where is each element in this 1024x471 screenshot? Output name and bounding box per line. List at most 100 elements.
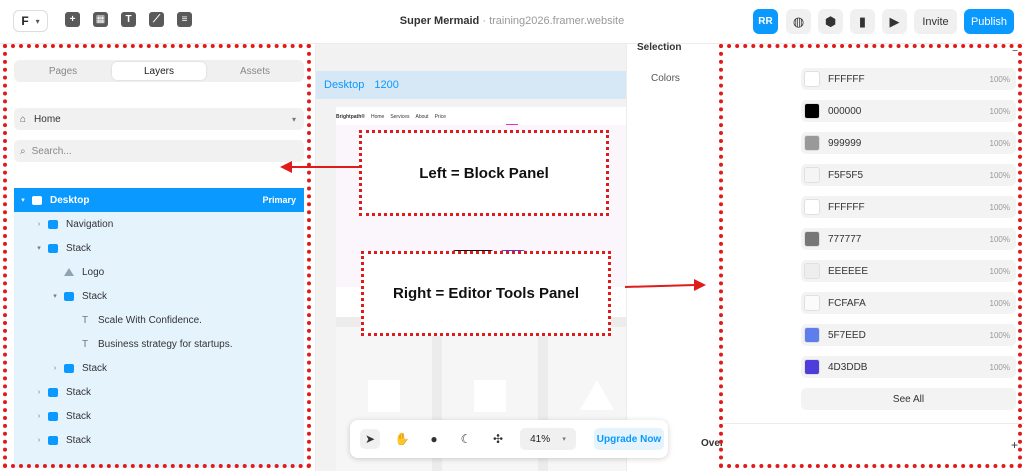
swatch-hex[interactable]: 777777 — [828, 233, 862, 245]
chevron-down-icon: ▾ — [562, 436, 566, 443]
cms-icon[interactable]: ≡ — [177, 12, 192, 27]
upgrade-button[interactable]: Upgrade Now — [594, 428, 664, 450]
swatch-opacity[interactable]: 100% — [989, 330, 1010, 340]
framer-menu-button[interactable]: F ▾ — [13, 10, 48, 32]
page-selector[interactable]: ⌂ Home ▾ — [14, 108, 304, 130]
color-swatch-row[interactable]: 4D3DDB 100% — [801, 356, 1016, 378]
layer-row[interactable]: T Business strategy for startups. — [14, 332, 304, 356]
see-all-button[interactable]: See All — [801, 388, 1016, 410]
site-url[interactable]: training2026.framer.website — [489, 15, 625, 27]
select-tool-icon[interactable]: ➤ — [360, 429, 380, 449]
layer-row-desktop[interactable]: ▾ Desktop Primary — [14, 188, 304, 212]
layer-row[interactable]: T Scale With Confidence. — [14, 308, 304, 332]
color-swatch-row[interactable]: 5F7EED 100% — [801, 324, 1016, 346]
text-icon[interactable]: T — [121, 12, 136, 27]
chevron-down-icon[interactable]: ▾ — [21, 197, 25, 204]
color-swatch-row[interactable]: F5F5F5 100% — [801, 164, 1016, 186]
swatch-opacity[interactable]: 100% — [989, 202, 1010, 212]
layer-row[interactable]: Logo — [14, 260, 304, 284]
swatch-hex[interactable]: 999999 — [828, 137, 862, 149]
swatch-opacity[interactable]: 100% — [989, 234, 1010, 244]
analytics-icon[interactable]: ▮ — [850, 9, 875, 34]
components-icon[interactable]: ✣ — [492, 432, 504, 446]
color-swatch-row[interactable]: FCFAFA 100% — [801, 292, 1016, 314]
swatch-opacity[interactable]: 100% — [989, 298, 1010, 308]
search-input[interactable] — [31, 145, 272, 157]
tab-layers[interactable]: Layers — [112, 62, 206, 80]
insert-icon[interactable]: + — [65, 12, 80, 27]
layer-row[interactable]: › Stack — [14, 380, 304, 404]
color-swatch[interactable] — [804, 71, 820, 87]
home-icon: ⌂ — [20, 113, 27, 125]
chevron-right-icon[interactable]: › — [37, 388, 41, 396]
stack-icon — [48, 219, 58, 229]
color-swatch[interactable] — [804, 295, 820, 311]
tab-assets[interactable]: Assets — [239, 65, 270, 77]
swatch-hex[interactable]: FFFFFF — [828, 73, 865, 85]
publish-button[interactable]: Publish — [964, 9, 1014, 34]
hand-tool-icon[interactable]: ✋ — [394, 432, 410, 446]
comment-icon[interactable]: ● — [430, 432, 438, 446]
swatch-opacity[interactable]: 100% — [989, 106, 1010, 116]
color-swatch[interactable] — [804, 263, 820, 279]
layer-row[interactable]: › Stack — [14, 356, 304, 380]
chevron-right-icon[interactable]: › — [53, 364, 57, 372]
color-swatch[interactable] — [804, 231, 820, 247]
swatch-hex[interactable]: F5F5F5 — [828, 169, 864, 181]
tab-pages[interactable]: Pages — [48, 65, 78, 77]
layer-row[interactable]: › Navigation — [14, 212, 304, 236]
layout-icon[interactable]: ▦ — [93, 12, 108, 27]
color-swatch-row[interactable]: EEEEEE 100% — [801, 260, 1016, 282]
color-swatch[interactable] — [804, 167, 820, 183]
layer-row[interactable]: › Stack — [14, 404, 304, 428]
chevron-down-icon[interactable]: ▾ — [53, 293, 57, 300]
swatch-hex[interactable]: EEEEEE — [828, 265, 869, 277]
color-swatch[interactable] — [804, 327, 820, 343]
zoom-control[interactable]: 41% ▾ — [520, 428, 576, 450]
color-swatch[interactable] — [804, 359, 820, 375]
avatar[interactable]: RR — [753, 9, 778, 34]
plus-icon[interactable]: + — [1010, 438, 1018, 452]
layer-row[interactable]: ▾ Stack — [14, 284, 304, 308]
vector-icon[interactable]: ⟋ — [149, 12, 164, 27]
play-icon[interactable]: ▶ — [882, 9, 907, 34]
chevron-down-icon[interactable]: ▾ — [37, 245, 41, 252]
chevron-right-icon[interactable]: › — [37, 412, 41, 420]
chevron-right-icon[interactable]: › — [37, 220, 41, 228]
swatch-hex[interactable]: 000000 — [828, 105, 862, 117]
swatch-hex[interactable]: FCFAFA — [828, 297, 866, 309]
color-swatch-row[interactable]: FFFFFF 100% — [801, 68, 1016, 90]
swatch-opacity[interactable]: 100% — [989, 266, 1010, 276]
color-swatch[interactable] — [804, 103, 820, 119]
swatch-hex[interactable]: 5F7EED — [828, 329, 866, 341]
layer-row[interactable]: ▾ Stack — [14, 236, 304, 260]
project-name: Super Mermaid — [399, 15, 480, 27]
swatch-opacity[interactable]: 100% — [989, 362, 1010, 372]
triangle-placeholder-icon — [580, 380, 614, 410]
minus-icon[interactable]: − — [1012, 46, 1018, 57]
chevron-right-icon[interactable]: › — [37, 436, 41, 444]
color-swatch-row[interactable]: 999999 100% — [801, 132, 1016, 154]
swatch-hex[interactable]: 4D3DDB — [828, 361, 868, 373]
color-swatch-row[interactable]: FFFFFF 100% — [801, 196, 1016, 218]
settings-icon[interactable]: ⬢ — [818, 9, 843, 34]
invite-button[interactable]: Invite — [914, 9, 957, 34]
globe-icon[interactable]: ◍ — [786, 9, 811, 34]
color-swatch[interactable] — [804, 199, 820, 215]
callout-right-editor-panel: Right = Editor Tools Panel — [361, 251, 611, 336]
color-swatch[interactable] — [804, 135, 820, 151]
breakpoint-bar[interactable]: Desktop 1200 — [316, 71, 626, 99]
divider — [722, 423, 1024, 424]
swatch-opacity[interactable]: 100% — [989, 138, 1010, 148]
dark-mode-icon[interactable]: ☾ — [460, 432, 472, 446]
stack-icon — [48, 387, 58, 397]
swatch-hex[interactable]: FFFFFF — [828, 201, 865, 213]
swatch-opacity[interactable]: 100% — [989, 170, 1010, 180]
swatch-opacity[interactable]: 100% — [989, 74, 1010, 84]
layer-row[interactable]: › Stack — [14, 428, 304, 452]
panel-tabs: Pages Layers Assets — [14, 60, 304, 82]
text-icon: T — [81, 314, 89, 326]
color-swatch-row[interactable]: 000000 100% — [801, 100, 1016, 122]
color-swatch-row[interactable]: 777777 100% — [801, 228, 1016, 250]
page-selector-label: Home — [34, 113, 61, 125]
